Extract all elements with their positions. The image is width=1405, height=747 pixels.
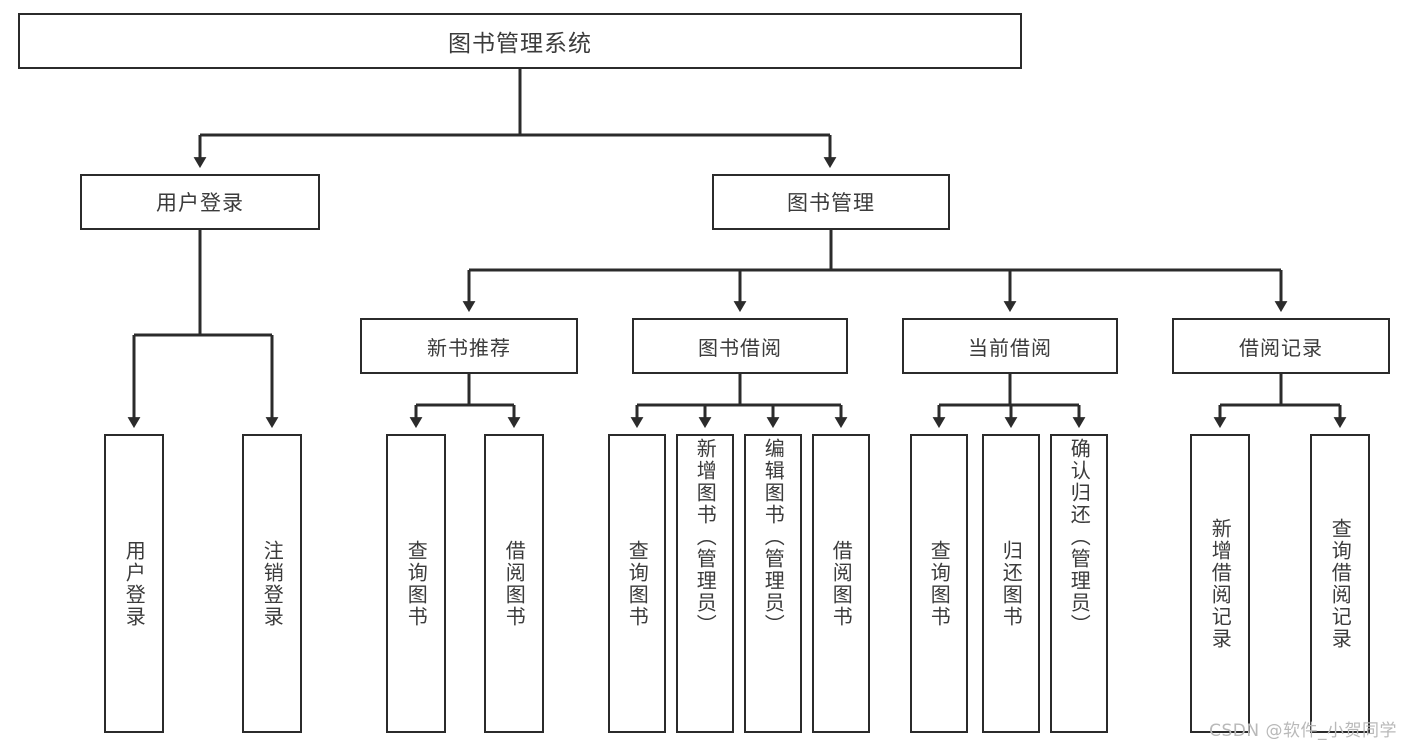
leaf-new-book-query[interactable]: 查询图书 xyxy=(386,434,446,733)
node-user-login[interactable]: 用户登录 xyxy=(80,174,320,230)
node-new-book-recommend-label: 新书推荐 xyxy=(427,335,511,360)
csdn-watermark: CSDN @软件_小贺同学 xyxy=(1209,721,1397,741)
leaf-borrow-edit-book[interactable]: 编辑图书（管理员） xyxy=(744,434,802,733)
node-book-management[interactable]: 图书管理 xyxy=(712,174,950,230)
leaf-borrow-query-book[interactable]: 查询图书 xyxy=(608,434,666,733)
node-new-book-recommend[interactable]: 新书推荐 xyxy=(360,318,578,374)
leaf-borrow-borrow-book-label: 借阅图书 xyxy=(829,539,854,628)
leaf-new-book-borrow-label: 借阅图书 xyxy=(502,539,527,628)
leaf-current-return-book[interactable]: 归还图书 xyxy=(982,434,1040,733)
leaf-user-login-label: 用户登录 xyxy=(122,539,147,628)
leaf-record-add-label: 新增借阅记录 xyxy=(1208,517,1233,650)
leaf-borrow-add-book-label: 新增图书（管理员） xyxy=(693,438,718,636)
leaf-borrow-query-book-label: 查询图书 xyxy=(625,539,650,628)
node-book-management-label: 图书管理 xyxy=(787,191,875,215)
leaf-borrow-add-book[interactable]: 新增图书（管理员） xyxy=(676,434,734,733)
leaf-current-query-book[interactable]: 查询图书 xyxy=(910,434,968,733)
leaf-current-return-book-label: 归还图书 xyxy=(999,539,1024,628)
leaf-user-login[interactable]: 用户登录 xyxy=(104,434,164,733)
node-book-borrow[interactable]: 图书借阅 xyxy=(632,318,848,374)
leaf-current-confirm-return-label: 确认归还（管理员） xyxy=(1067,438,1092,636)
leaf-new-book-query-label: 查询图书 xyxy=(404,539,429,628)
node-current-borrow[interactable]: 当前借阅 xyxy=(902,318,1118,374)
node-book-borrow-label: 图书借阅 xyxy=(698,335,782,360)
node-root-label: 图书管理系统 xyxy=(448,31,592,57)
leaf-record-query[interactable]: 查询借阅记录 xyxy=(1310,434,1370,733)
node-borrow-records-label: 借阅记录 xyxy=(1239,335,1323,360)
node-borrow-records[interactable]: 借阅记录 xyxy=(1172,318,1390,374)
node-root[interactable]: 图书管理系统 xyxy=(18,13,1022,69)
leaf-record-query-label: 查询借阅记录 xyxy=(1328,517,1353,650)
leaf-borrow-borrow-book[interactable]: 借阅图书 xyxy=(812,434,870,733)
leaf-current-query-book-label: 查询图书 xyxy=(927,539,952,628)
node-current-borrow-label: 当前借阅 xyxy=(968,335,1052,360)
node-user-login-label: 用户登录 xyxy=(156,191,244,215)
leaf-new-book-borrow[interactable]: 借阅图书 xyxy=(484,434,544,733)
leaf-record-add[interactable]: 新增借阅记录 xyxy=(1190,434,1250,733)
leaf-user-logout-label: 注销登录 xyxy=(260,539,285,628)
leaf-user-logout[interactable]: 注销登录 xyxy=(242,434,302,733)
leaf-current-confirm-return[interactable]: 确认归还（管理员） xyxy=(1050,434,1108,733)
leaf-borrow-edit-book-label: 编辑图书（管理员） xyxy=(761,438,786,636)
